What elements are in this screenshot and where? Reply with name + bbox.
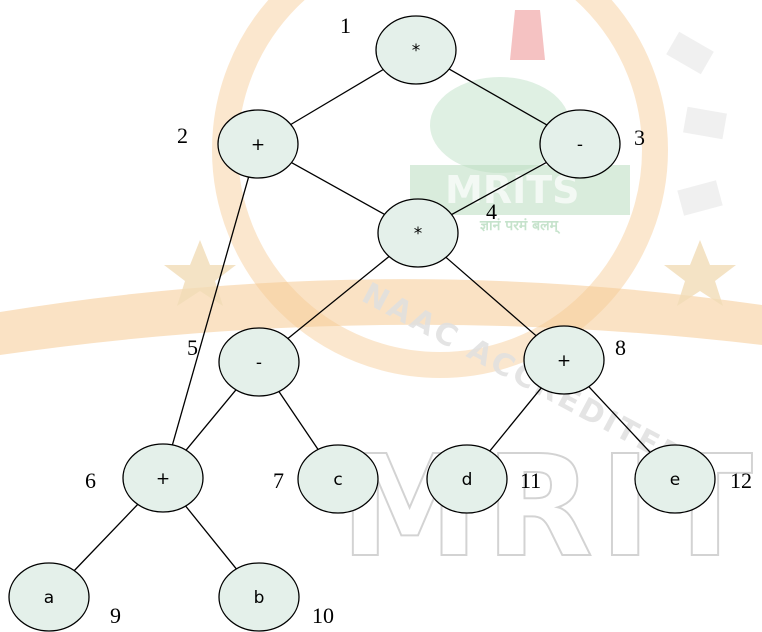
node-circle [8, 562, 90, 632]
tree-node-4: *4 [377, 198, 497, 268]
node-label: * [412, 41, 421, 61]
edge-8-12 [588, 386, 651, 453]
tree-node-5: -5 [187, 327, 300, 397]
tree-edges [73, 68, 651, 572]
node-label: a [44, 588, 54, 608]
node-number: 2 [177, 123, 188, 148]
tree-node-1: *1 [340, 13, 457, 85]
tree-node-3: -3 [539, 109, 645, 179]
node-number: 9 [110, 603, 121, 628]
watermark-torch [510, 10, 545, 60]
watermark-gear [666, 31, 727, 216]
node-label: e [670, 470, 680, 490]
node-label: b [254, 588, 265, 608]
edge-4-5 [287, 255, 390, 340]
watermark-star-right [664, 240, 736, 306]
edge-2-4 [291, 162, 385, 215]
watermark-book [430, 77, 570, 173]
node-circle [217, 109, 299, 179]
node-circle [539, 109, 621, 179]
edge-2-6 [171, 176, 250, 446]
node-circle [218, 327, 300, 397]
node-number: 4 [486, 199, 497, 224]
tree-node-6: +6 [85, 443, 204, 513]
node-circle [218, 562, 300, 632]
node-label: c [333, 470, 342, 490]
edge-4-8 [445, 256, 537, 337]
watermark-banner [0, 279, 762, 355]
tree-node-9: a9 [8, 562, 121, 632]
node-label: + [156, 469, 170, 489]
node-circle [426, 444, 508, 514]
edge-1-3 [448, 68, 548, 126]
tree-node-10: b 10 [218, 562, 334, 632]
node-number: 6 [85, 468, 96, 493]
node-circle [297, 444, 379, 514]
node-circle [375, 15, 457, 85]
edge-6-10 [185, 505, 237, 570]
edge-1-2 [290, 68, 384, 126]
node-number: 8 [615, 335, 626, 360]
node-number: 5 [187, 335, 198, 360]
watermark-big-text: MRITS [340, 426, 762, 589]
edge-5-6 [185, 389, 237, 451]
node-number: 7 [273, 468, 284, 493]
tree-node-12: e 12 [634, 444, 752, 514]
edge-6-9 [73, 503, 139, 572]
node-label: - [577, 135, 583, 155]
node-circle [634, 444, 716, 514]
edge-3-4 [451, 161, 547, 216]
watermark-tagline: ज्ञानं परमं बलम् [479, 218, 561, 234]
node-number: 1 [340, 13, 351, 38]
node-label: + [557, 351, 571, 371]
node-circle [523, 325, 605, 395]
node-label: + [251, 135, 265, 155]
watermark-star-left [164, 240, 236, 306]
tree-node-7: c7 [273, 444, 379, 514]
node-circle [377, 198, 459, 268]
node-number: 10 [312, 603, 334, 628]
node-label: - [256, 353, 262, 373]
watermark-banner-text: MRITS [445, 168, 580, 212]
tree-node-2: +2 [177, 109, 299, 179]
node-label: d [462, 470, 473, 490]
node-label: * [414, 224, 423, 244]
edge-5-7 [278, 391, 319, 450]
node-number: 12 [730, 468, 752, 493]
node-circle [122, 443, 204, 513]
watermark-stars [164, 240, 736, 306]
edge-8-11 [489, 387, 542, 452]
node-number: 3 [634, 125, 645, 150]
node-number: 11 [520, 468, 541, 493]
tree-node-8: +8 [523, 325, 626, 395]
tree-node-11: d 11 [426, 444, 541, 514]
